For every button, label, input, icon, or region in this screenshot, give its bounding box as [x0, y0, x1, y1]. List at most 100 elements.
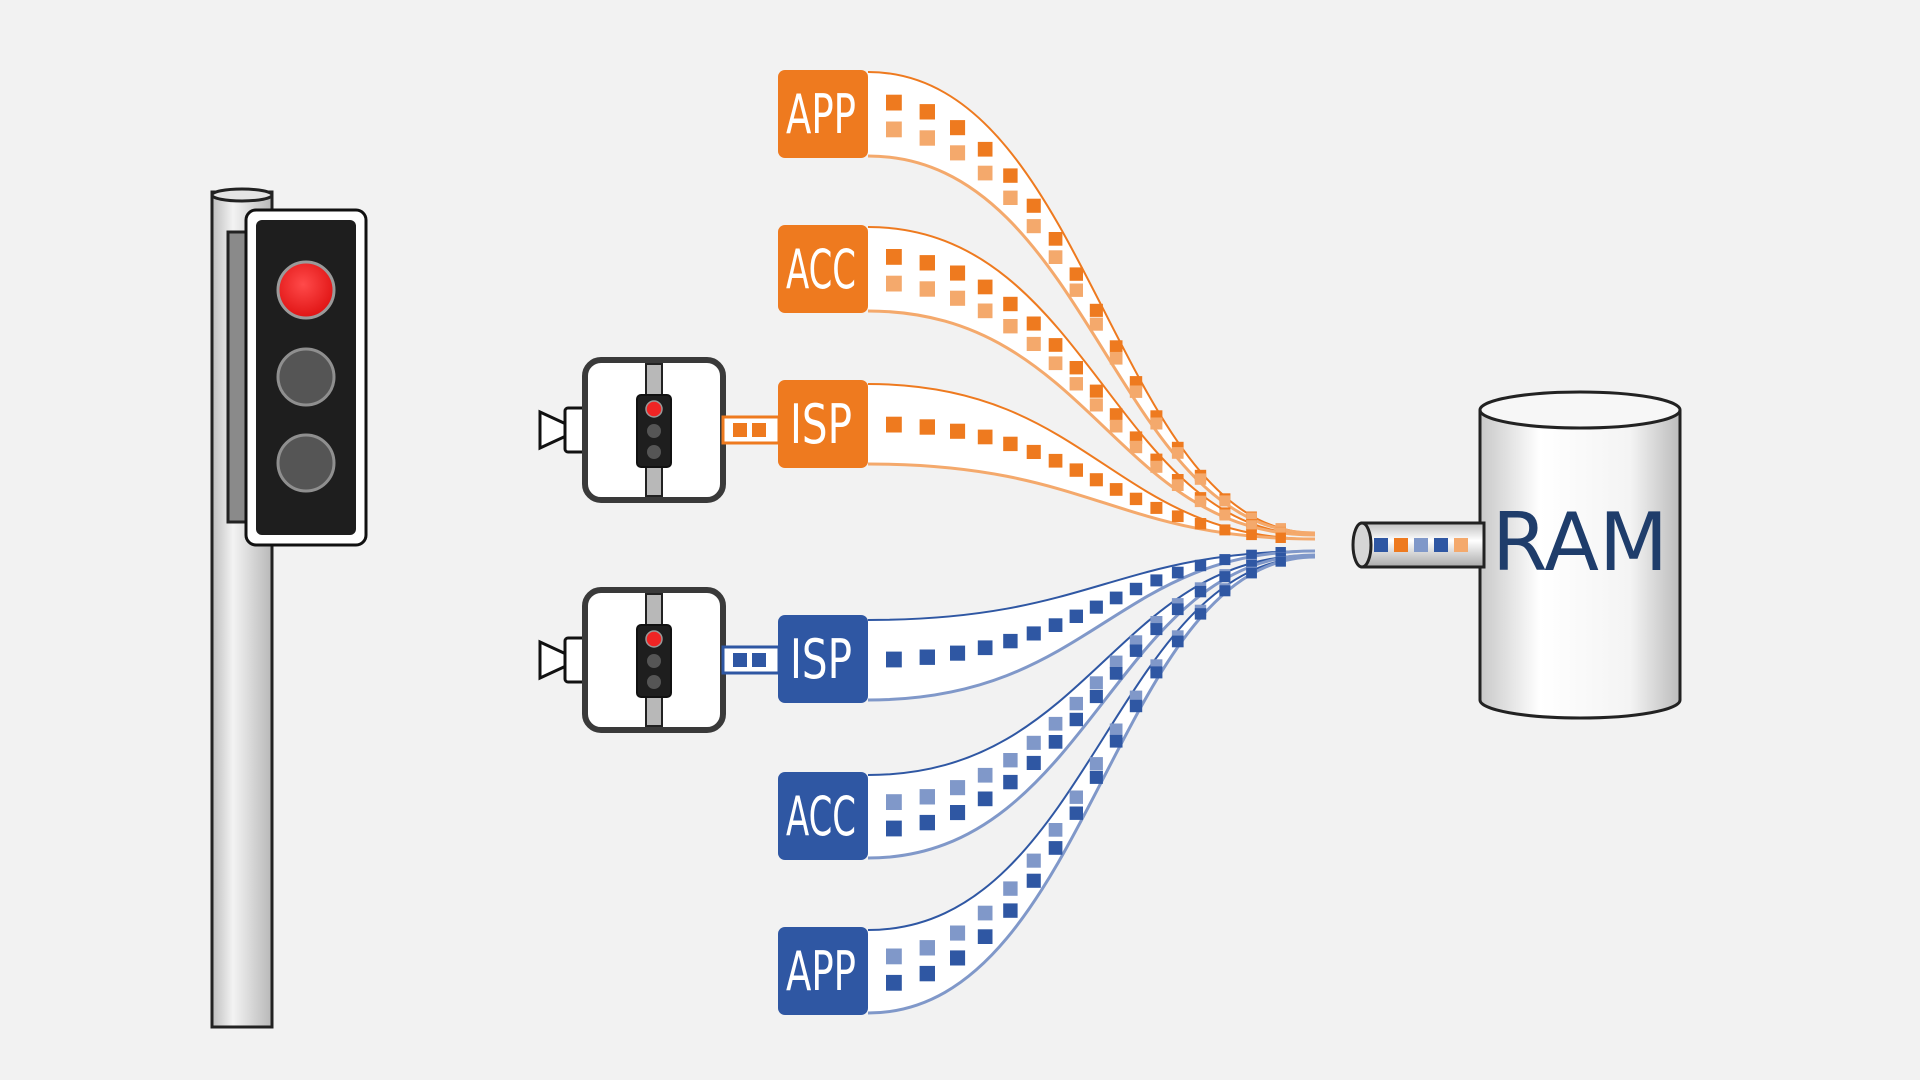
data-packet: [977, 929, 993, 944]
data-packet: [1129, 440, 1143, 454]
ribbon-edge: [867, 309, 1316, 537]
data-packet: [886, 416, 902, 433]
ram-label: RAM: [1492, 496, 1668, 589]
data-packet: [919, 104, 935, 120]
orange-isp-block: ISP: [778, 380, 868, 468]
data-packet: [1003, 903, 1018, 918]
block-label: ACC: [786, 785, 856, 848]
data-packet: [1069, 790, 1083, 804]
data-packet: [919, 789, 935, 805]
data-packet: [1048, 250, 1063, 264]
data-packet: [977, 429, 993, 445]
data-packet: [1194, 518, 1207, 530]
data-packet: [1129, 431, 1143, 444]
data-flows: [867, 71, 1316, 1015]
data-packet: [1048, 735, 1063, 749]
data-packet: [1026, 853, 1041, 868]
queued-packet: [1374, 538, 1388, 552]
data-packet: [1026, 316, 1041, 331]
ribbon-edge: [867, 462, 1316, 541]
blue-acc-block: ACC: [778, 772, 868, 860]
data-packet: [1026, 198, 1041, 213]
data-packet: [1171, 566, 1184, 579]
ram-cylinder: RAM: [1478, 390, 1682, 720]
ribbon-fill: [868, 557, 1315, 1013]
data-packet: [1150, 623, 1163, 636]
orange-acc-block: ACC: [778, 225, 868, 313]
data-packet: [1129, 644, 1143, 657]
data-packet: [919, 255, 935, 271]
data-packet: [1150, 574, 1163, 587]
flow-ribbon: [867, 547, 1316, 702]
memory-bus-pipe: [1351, 521, 1486, 569]
data-packet: [1129, 492, 1143, 506]
data-packet: [886, 974, 902, 991]
data-packet: [886, 651, 902, 668]
data-packet: [1109, 483, 1123, 496]
ribbon-edge: [867, 550, 1316, 621]
data-packet: [1275, 547, 1286, 558]
data-packet: [950, 805, 966, 821]
data-packet: [1246, 529, 1257, 541]
processing-blocks: APP ACC ISP ISP ACC APP: [778, 70, 868, 1015]
flow-ribbon: [867, 552, 1316, 860]
data-packet: [1069, 283, 1083, 297]
data-packet: [1069, 377, 1083, 391]
data-packet: [1003, 190, 1018, 205]
block-label: APP: [786, 83, 856, 146]
data-packet: [1109, 351, 1123, 365]
data-packet: [950, 925, 966, 941]
data-packet: [950, 950, 966, 966]
data-packet: [1026, 873, 1041, 888]
data-packet: [1003, 633, 1018, 649]
data-packet: [1026, 336, 1041, 351]
data-packet: [886, 794, 902, 810]
data-packet: [1246, 549, 1257, 561]
ribbon-edge: [867, 549, 1316, 702]
data-packet: [1171, 635, 1184, 648]
data-packet: [886, 249, 902, 265]
data-packet: [919, 130, 935, 146]
data-packet: [1219, 524, 1231, 536]
queued-packet: [1394, 538, 1408, 552]
data-packet: [1171, 447, 1184, 459]
data-packet: [950, 423, 966, 439]
data-packet: [919, 649, 935, 665]
camera-unit-1: [538, 357, 781, 503]
data-packet: [1150, 460, 1163, 473]
data-packet: [1150, 666, 1163, 679]
ribbon-edge: [867, 71, 1316, 534]
amber-signal: [276, 347, 336, 407]
flow-ribbon: [867, 226, 1316, 538]
data-packet: [1048, 338, 1063, 352]
data-packet: [1003, 168, 1018, 183]
data-packet: [950, 780, 966, 796]
orange-app-block: APP: [778, 70, 868, 158]
data-packet: [1026, 626, 1041, 641]
data-packet: [1275, 556, 1286, 567]
traffic-light-icon: [636, 593, 672, 727]
data-packet: [1171, 510, 1184, 523]
data-packet: [1048, 356, 1063, 371]
data-packet: [1026, 219, 1041, 234]
data-packet: [886, 820, 902, 837]
data-packet: [1003, 774, 1018, 790]
data-packet: [1048, 618, 1063, 632]
bus-queue: [1374, 538, 1468, 552]
data-packet: [950, 145, 966, 161]
data-packet: [1129, 699, 1143, 713]
data-packet: [1109, 340, 1123, 353]
data-packet: [1109, 408, 1123, 421]
data-packet: [950, 120, 966, 136]
data-packet: [1089, 398, 1103, 412]
data-packet: [1171, 479, 1184, 491]
data-packet: [1003, 436, 1018, 452]
ribbon-fill: [868, 384, 1315, 539]
camera-unit-2: [538, 587, 781, 733]
ribbon-fill: [868, 72, 1315, 533]
block-label: ACC: [786, 238, 856, 301]
data-packet: [1109, 734, 1123, 748]
data-packet: [1219, 554, 1231, 566]
data-packet: [1026, 735, 1041, 750]
